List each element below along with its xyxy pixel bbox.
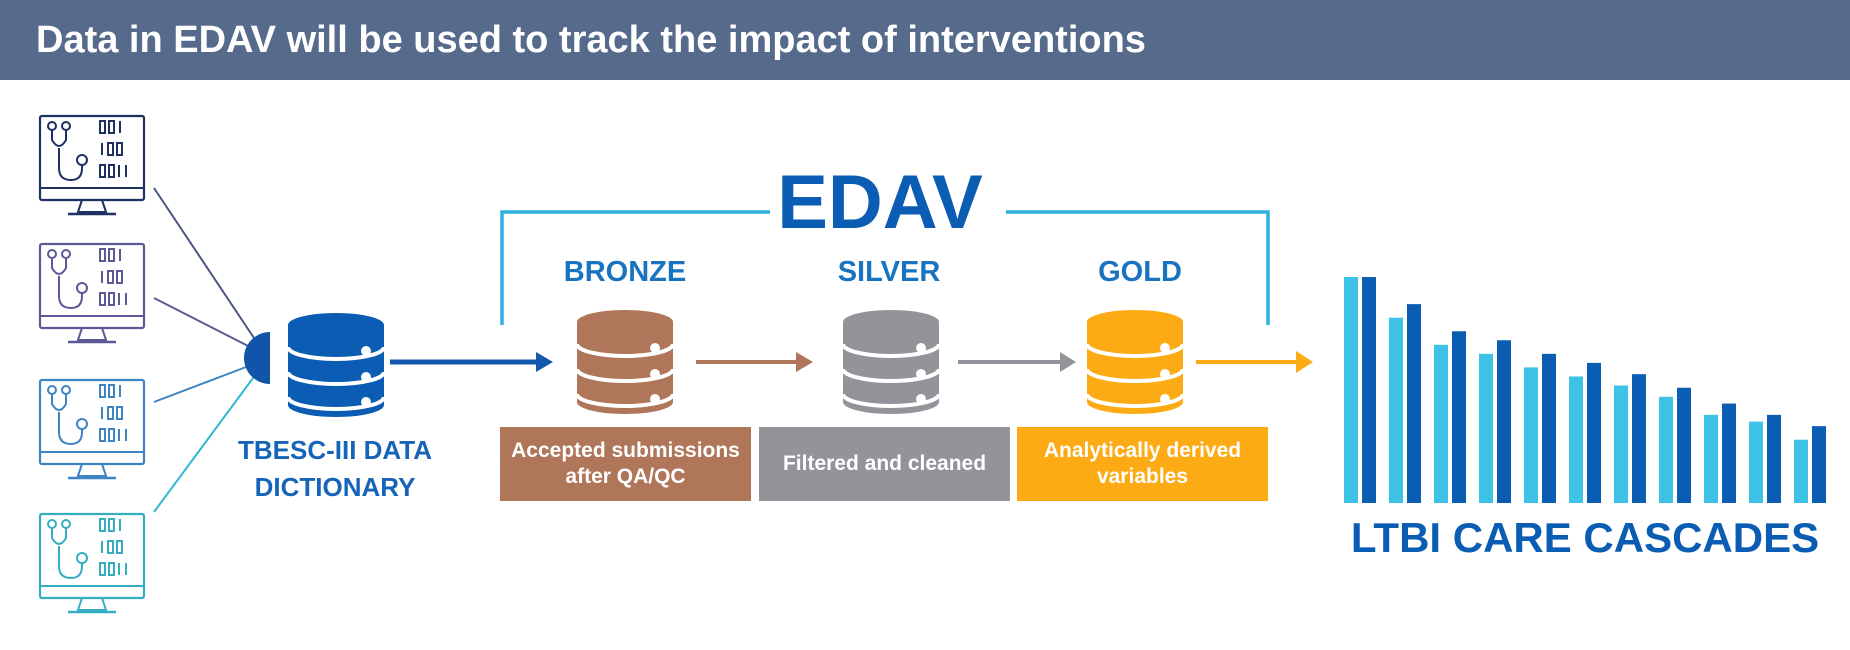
tier-label-silver: SILVER — [837, 256, 941, 288]
silver-database-icon — [841, 308, 941, 416]
connector-line — [153, 373, 257, 513]
data-dictionary-database-icon — [286, 311, 386, 419]
cascade-bar-dark — [1722, 403, 1736, 503]
connector-line — [153, 363, 255, 403]
connector-line — [153, 297, 255, 350]
monitor-stethoscope-icon — [38, 114, 146, 216]
arrow-gold-to-cascade — [1196, 351, 1313, 373]
cascade-bar-dark — [1407, 304, 1421, 503]
page-title: Data in EDAV will be used to track the i… — [36, 19, 1146, 61]
edav-bracket-left — [500, 210, 770, 325]
cascade-bar-dark — [1587, 362, 1601, 503]
cascade-bar-dark — [1362, 277, 1376, 503]
cascade-bar-dark — [1497, 340, 1511, 503]
cascade-bar-dark — [1812, 426, 1826, 503]
cascade-bar-dark — [1767, 414, 1781, 503]
edav-title: EDAV — [777, 160, 983, 245]
bronze-description: Accepted submissions after QA/QC — [511, 439, 740, 488]
silver-description: Filtered and cleaned — [782, 452, 987, 475]
cascade-label: LTBI CARE CASCADES — [1350, 514, 1820, 561]
connector-hub — [244, 332, 270, 384]
cascade-bar-light — [1569, 376, 1583, 503]
gold-description: Analytically derived variables — [1043, 439, 1242, 488]
data-dictionary-label: TBESC-III DATA DICTIONARY — [237, 435, 433, 502]
tier-label-bronze: BRONZE — [563, 256, 687, 288]
bronze-database-icon — [575, 308, 675, 416]
edav-bracket-right — [1006, 210, 1270, 325]
bronze-description-box: Accepted submissions after QA/QC — [500, 427, 751, 501]
arrow-silver-to-gold — [958, 352, 1076, 372]
cascade-bar-light — [1749, 421, 1763, 503]
cascade-bar-light — [1614, 385, 1628, 503]
cascade-bar-dark — [1677, 387, 1691, 503]
arrow-bronze-to-silver — [696, 352, 813, 372]
monitor-stethoscope-icon — [38, 378, 146, 480]
cascade-bar-dark — [1632, 374, 1646, 503]
cascade-bar-light — [1704, 414, 1718, 503]
cascade-bar-light — [1659, 396, 1673, 503]
cascade-bar-light — [1524, 367, 1538, 503]
gold-description-box: Analytically derived variables — [1017, 427, 1268, 501]
cascade-bar-light — [1344, 277, 1358, 503]
cascade-bar-light — [1434, 344, 1448, 503]
cascade-bar-light — [1479, 353, 1493, 503]
silver-description-box: Filtered and cleaned — [759, 427, 1010, 501]
cascade-bar-dark — [1452, 331, 1466, 503]
cascade-bar-light — [1794, 439, 1808, 503]
monitor-stethoscope-icon — [38, 242, 146, 344]
title-banner: Data in EDAV will be used to track the i… — [0, 0, 1850, 80]
connector-line — [153, 187, 255, 339]
cascade-bar-light — [1389, 317, 1403, 503]
monitor-stethoscope-icon — [38, 512, 146, 614]
arrow-dictionary-to-bronze — [390, 352, 553, 372]
cascade-bar-dark — [1542, 353, 1556, 503]
cascade-bar-chart — [1344, 277, 1826, 503]
gold-database-icon — [1085, 308, 1185, 416]
tier-label-gold: GOLD — [1098, 256, 1182, 288]
